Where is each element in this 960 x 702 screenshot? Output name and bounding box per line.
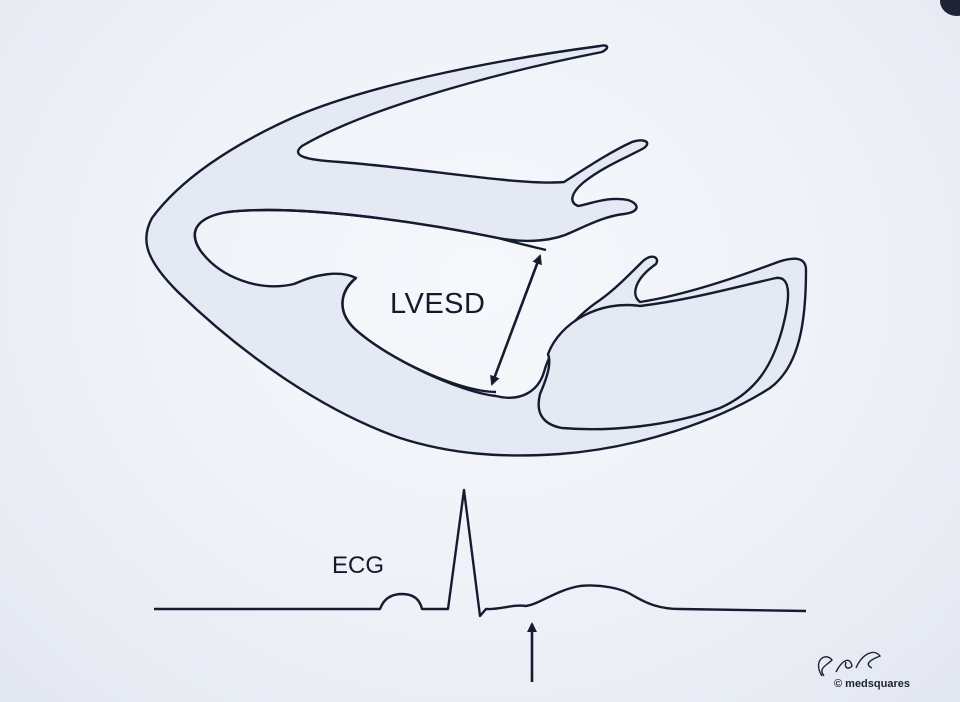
corner-mark [940, 0, 960, 16]
signature-mark [817, 651, 882, 677]
lvesd-arrow [490, 254, 542, 386]
ecg-label: ECG [332, 552, 385, 579]
credit-watermark: © medsquares [834, 678, 910, 690]
la-chamber-outline [537, 276, 790, 431]
lvesd-label: LVESD [390, 288, 486, 320]
lv-cavity-outline [193, 208, 547, 252]
lv-inner-wall [341, 277, 497, 394]
ecg-trace [154, 488, 807, 618]
